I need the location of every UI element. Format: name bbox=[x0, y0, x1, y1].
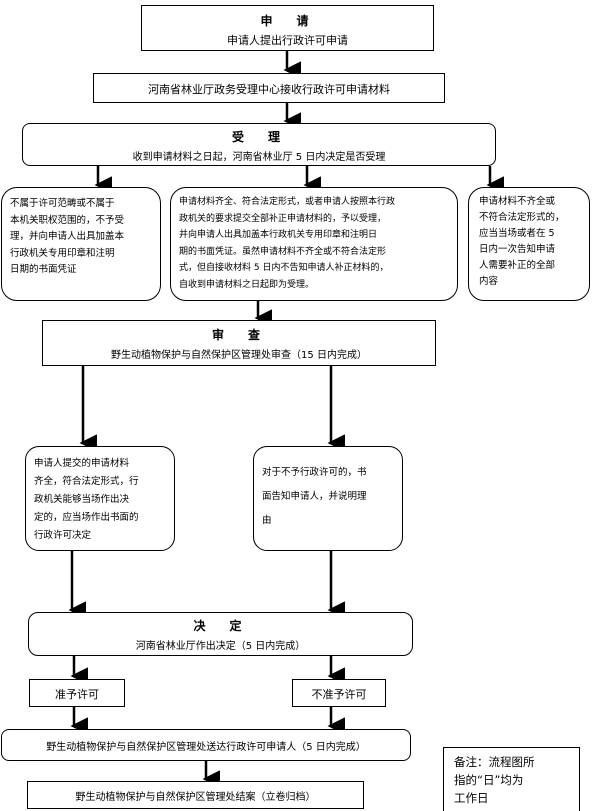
reject-condition-box: 对于不予行政许可的，书 面告知申请人，并说明理 由 bbox=[253, 446, 403, 551]
approve-condition-line: 定的，应当场作出书面的 bbox=[34, 512, 139, 523]
not-in-scope-line: 行政机关专用印章和注明 bbox=[10, 247, 115, 259]
reject-condition-line: 面告知申请人，并说明理 bbox=[262, 491, 367, 502]
incomplete-line: 申请材料不齐全或 bbox=[479, 196, 556, 207]
review-text: 野生动植物保护与自然保护区管理处审查（15 日内完成） bbox=[111, 350, 367, 361]
review-box: 审 查 野生动植物保护与自然保护区管理处审查（15 日内完成） bbox=[42, 320, 436, 366]
complete-line: 申请材料齐全、符合法定形式，或者申请人按照本行政 bbox=[179, 197, 396, 207]
decision-box: 决 定 河南省林业厅作出决定（5 日内完成） bbox=[28, 612, 413, 656]
note-line: 指的“日”均为 bbox=[454, 773, 524, 787]
apply-title: 申 请 bbox=[260, 14, 315, 28]
deliver-box: 野生动植物保护与自然保护区管理处送达行政许可申请人（5 日内完成） bbox=[1, 729, 411, 761]
not-in-scope-line: 不属于许可范畴或不属于 bbox=[10, 198, 115, 209]
not-in-scope-line: 日期的书面凭证 bbox=[10, 264, 77, 275]
receive-center-box: 河南省林业厅政务受理中心接收行政许可申请材料 bbox=[93, 73, 445, 103]
approve-condition-line: 政机关能够当场作出决 bbox=[34, 494, 130, 505]
decision-title: 决 定 bbox=[193, 619, 248, 633]
incomplete-line: 不符合法定形式的， bbox=[479, 212, 565, 223]
grant-text: 准予许可 bbox=[55, 688, 99, 701]
not-in-scope-line: 本机关职权范围的，不予受 bbox=[10, 214, 125, 226]
note-box: 备注：流程图所 指的“日”均为 工作日 bbox=[443, 747, 580, 811]
complete-line: 并向申请人出具加盖本行政机关专用印章和注明日 bbox=[179, 230, 378, 240]
complete-line: 期的书面凭证。虽然申请材料不齐全或不符合法定形 bbox=[179, 246, 387, 257]
incomplete-line: 人需要补正的全部 bbox=[479, 260, 556, 271]
reject-condition-line: 对于不予行政许可的，书 bbox=[262, 467, 367, 478]
approve-condition-box: 申请人提交的申请材料 齐全，符合法定形式，行 政机关能够当场作出决 定的，应当场… bbox=[25, 446, 175, 551]
close-box: 野生动植物保护与自然保护区管理处结案（立卷归档） bbox=[27, 781, 364, 809]
not-in-scope-line: 理，并向申请人出具加盖本 bbox=[10, 231, 125, 242]
note-line: 备注：流程图所 bbox=[454, 755, 535, 769]
approve-condition-line: 申请人提交的申请材料 bbox=[34, 458, 130, 469]
complete-line: 政机关的要求提交全部补正申请材料的，予以受理， bbox=[179, 213, 387, 224]
accept-text: 收到申请材料之日起，河南省林业厅 5 日内决定是否受理 bbox=[132, 152, 386, 163]
apply-box: 申 请 申请人提出行政许可申请 bbox=[141, 5, 434, 51]
approve-condition-line: 行政许可决定 bbox=[34, 530, 92, 541]
deny-box: 不准予许可 bbox=[292, 679, 386, 707]
incomplete-line: 应当当场或者在 5 bbox=[479, 228, 555, 239]
approve-condition-line: 齐全，符合法定形式，行 bbox=[34, 476, 139, 487]
receive-center-text: 河南省林业厅政务受理中心接收行政许可申请材料 bbox=[148, 83, 390, 96]
complete-line: 自收到申请材料之日起即为受理。 bbox=[179, 279, 315, 290]
accept-box: 受 理 收到申请材料之日起，河南省林业厅 5 日内决定是否受理 bbox=[22, 123, 496, 166]
reject-condition-line: 由 bbox=[262, 515, 272, 526]
deny-text: 不准予许可 bbox=[311, 688, 367, 701]
deliver-text: 野生动植物保护与自然保护区管理处送达行政许可申请人（5 日内完成） bbox=[46, 742, 366, 753]
complete-line: 式，但自接收材料 5 日内不告知申请人补正材料的， bbox=[179, 263, 389, 273]
apply-text: 申请人提出行政许可申请 bbox=[227, 34, 348, 47]
decision-text: 河南省林业厅作出决定（5 日内完成） bbox=[135, 641, 306, 652]
accept-title: 受 理 bbox=[231, 130, 286, 144]
review-title: 审 查 bbox=[211, 328, 266, 342]
not-in-scope-box: 不属于许可范畴或不属于 本机关职权范围的，不予受 理，并向申请人出具加盖本 行政… bbox=[1, 187, 161, 301]
incomplete-line: 内容 bbox=[479, 276, 499, 287]
close-text: 野生动植物保护与自然保护区管理处结案（立卷归档） bbox=[75, 792, 316, 803]
note-line: 工作日 bbox=[454, 791, 489, 805]
incomplete-materials-box: 申请材料不齐全或 不符合法定形式的， 应当当场或者在 5 日内一次告知申请 人需… bbox=[468, 187, 590, 301]
grant-box: 准予许可 bbox=[29, 679, 125, 707]
incomplete-line: 日内一次告知申请 bbox=[479, 244, 556, 255]
complete-materials-box: 申请材料齐全、符合法定形式，或者申请人按照本行政 政机关的要求提交全部补正申请材… bbox=[170, 187, 458, 301]
